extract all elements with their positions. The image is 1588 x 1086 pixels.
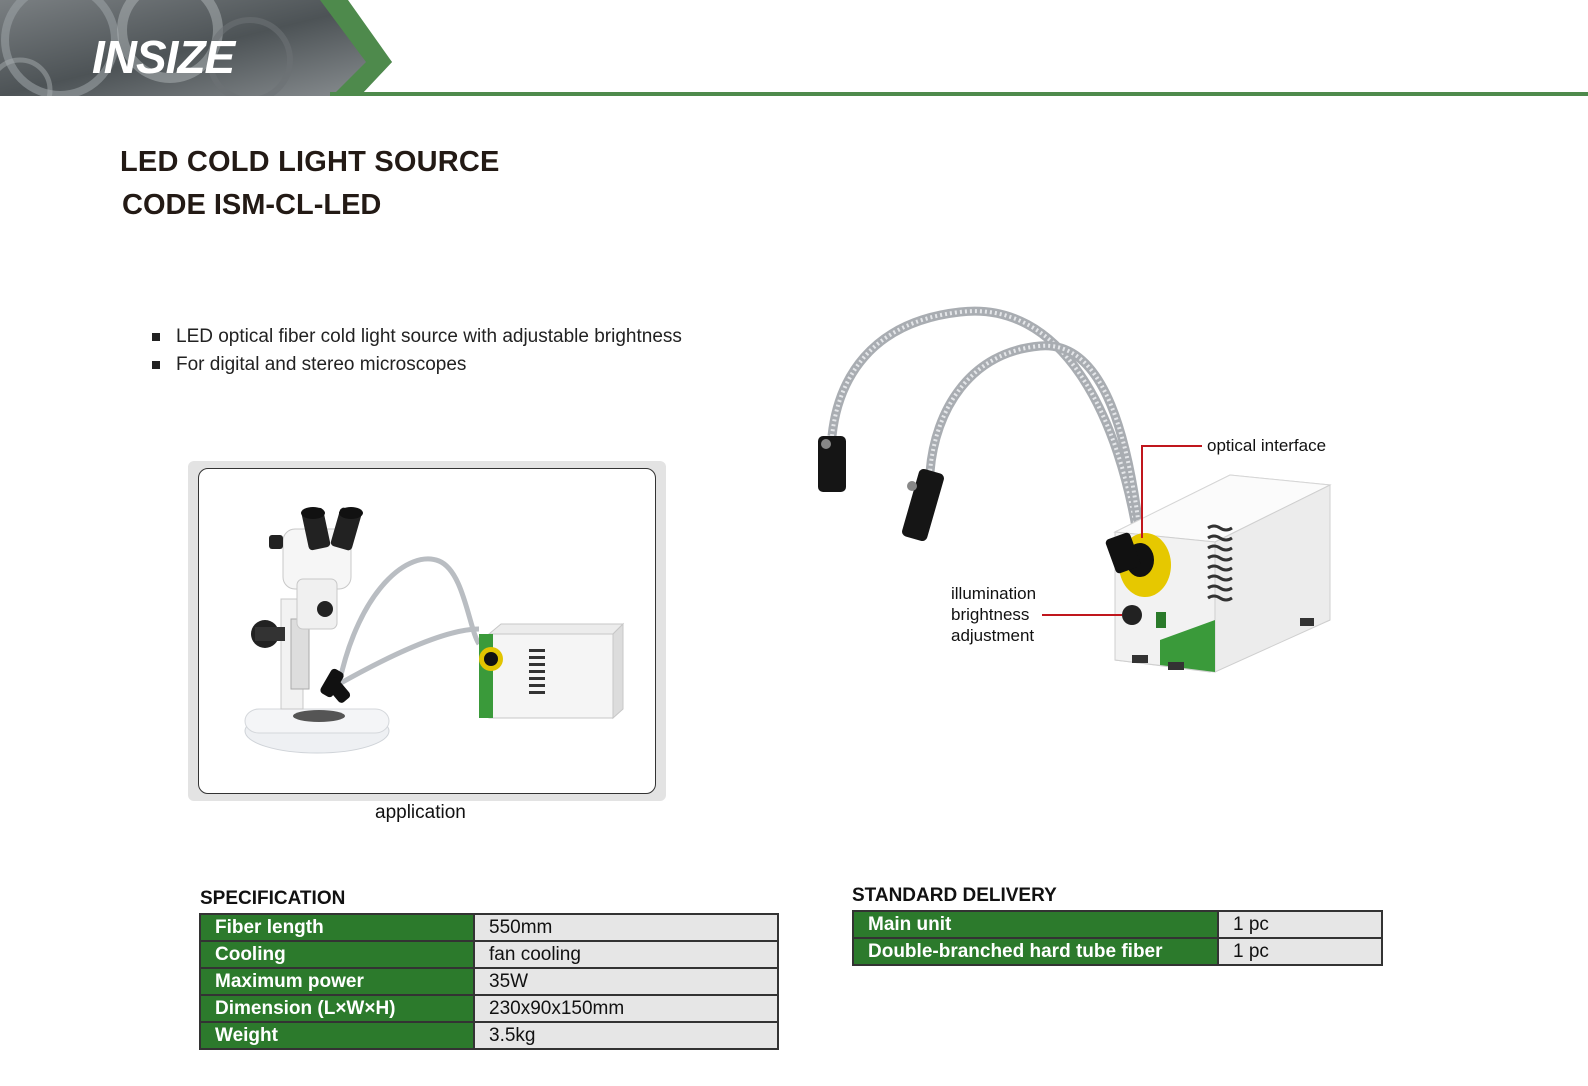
feature-item: LED optical fiber cold light source with… (152, 323, 682, 351)
header-divider (330, 92, 1588, 96)
brand-logo: INSIZE (92, 31, 235, 83)
table-row: Dimension (L×W×H)230x90x150mm (199, 994, 779, 1023)
callout-brightness: illumination brightness adjustment (951, 584, 1037, 645)
page-title: LED COLD LIGHT SOURCE (120, 146, 500, 178)
bullet-icon (152, 333, 160, 341)
bullet-icon (152, 361, 160, 369)
microscope-illustration (244, 507, 625, 754)
page-header: INSIZE (0, 0, 1588, 100)
application-caption: application (375, 802, 466, 823)
application-image (198, 468, 656, 794)
optical-interface-leader (1141, 445, 1202, 538)
feature-item: For digital and stereo microscopes (152, 351, 682, 379)
delivery-title: STANDARD DELIVERY (852, 885, 1057, 906)
product-code: CODE ISM-CL-LED (122, 189, 382, 221)
specification-title: SPECIFICATION (200, 888, 346, 909)
feature-list: LED optical fiber cold light source with… (152, 323, 682, 379)
callout-optical-interface: optical interface (1207, 436, 1327, 455)
application-image-frame (188, 461, 666, 801)
light-source-illustration (818, 306, 1332, 673)
header-banner-graphic (0, 0, 392, 96)
product-image: optical interface illumination brightnes… (760, 260, 1520, 750)
